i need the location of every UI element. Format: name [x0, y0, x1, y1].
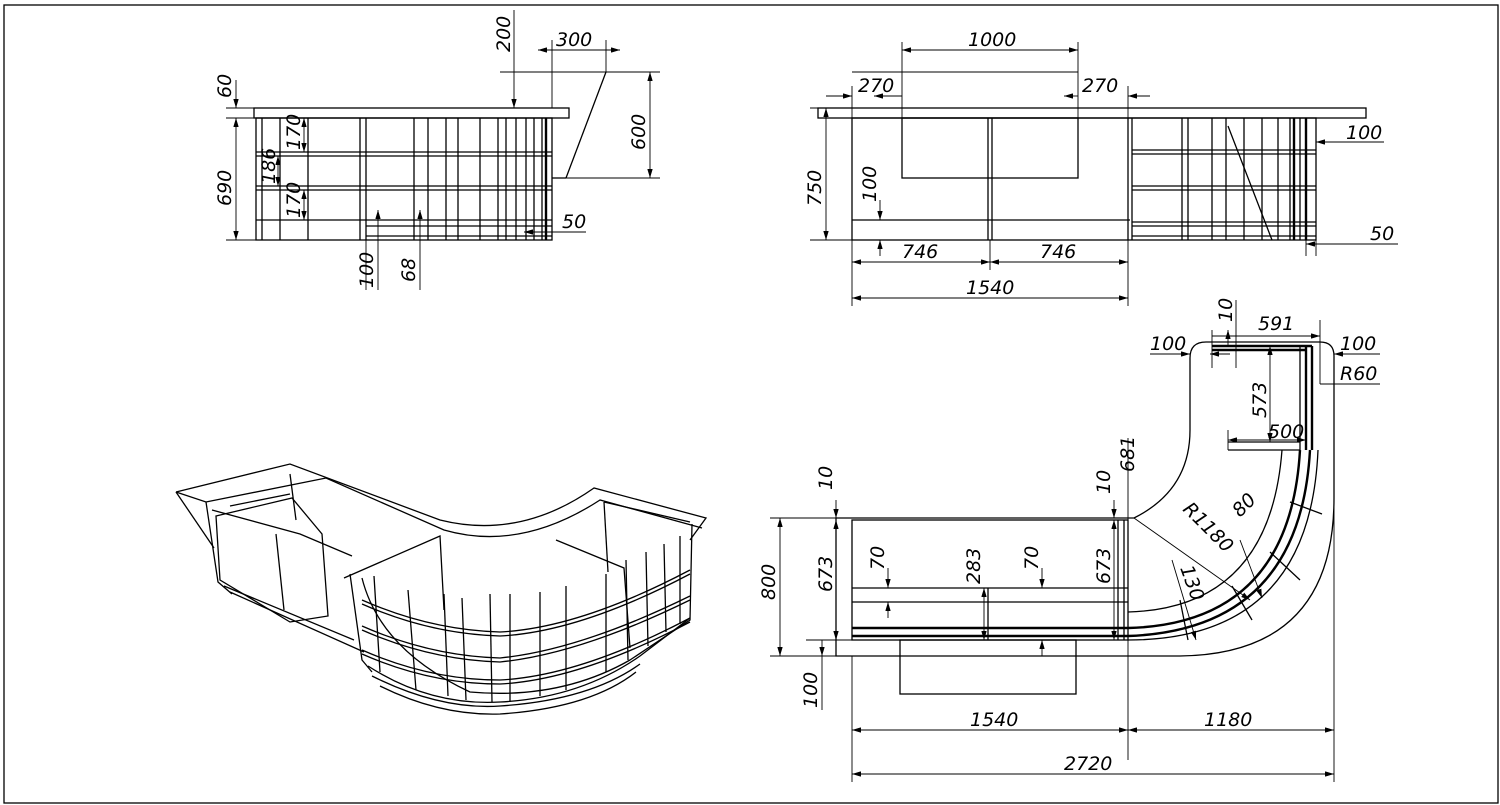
- front-window: [901, 117, 1079, 179]
- plan-dim-573: 573: [1249, 382, 1271, 418]
- plan-dim-10c: 10: [1093, 470, 1115, 494]
- plan-dim-100a: 100: [1150, 333, 1186, 355]
- front-dim-1540: 1540: [966, 277, 1014, 299]
- side-dim-300: 300: [556, 29, 592, 51]
- plan-dim-283: 283: [963, 548, 985, 584]
- perspective-view: [175, 463, 708, 715]
- side-dim-600: 600: [628, 114, 650, 150]
- plan-dim-591: 591: [1258, 313, 1294, 335]
- plan-dim-673a: 673: [815, 556, 837, 592]
- plan-dim-70b: 70: [1021, 546, 1043, 570]
- side-view: 60 690 170 186 170 200 300 600 50 100 68: [214, 10, 660, 290]
- side-dim-170a: 170: [283, 114, 305, 150]
- plan-dim-80: 80: [1228, 489, 1261, 522]
- plan-dim-70a: 70: [867, 546, 889, 570]
- front-dim-100a: 100: [859, 166, 881, 202]
- front-dim-746a: 746: [902, 241, 938, 263]
- side-dim-690: 690: [214, 170, 236, 206]
- side-dim-200: 200: [493, 16, 515, 52]
- side-dim-170b: 170: [283, 182, 305, 218]
- side-dim-186: 186: [258, 148, 280, 184]
- plan-dim-1540: 1540: [970, 709, 1018, 731]
- side-dim-50: 50: [562, 211, 586, 233]
- front-dim-746b: 746: [1040, 241, 1076, 263]
- plan-view: 10 591 100 100 R60 573 500 681 10 10 R11…: [758, 298, 1380, 782]
- side-dim-68: 68: [398, 258, 420, 282]
- side-dim-60: 60: [214, 74, 236, 98]
- plan-dim-130: 130: [1175, 562, 1208, 604]
- side-dim-100: 100: [356, 252, 378, 288]
- plan-dim-673b: 673: [1093, 548, 1115, 584]
- plan-dim-10b: 10: [815, 466, 837, 490]
- front-dim-270b: 270: [1082, 75, 1118, 97]
- front-body-frame: [851, 117, 1317, 241]
- front-dim-100b: 100: [1346, 122, 1382, 144]
- front-dim-1000: 1000: [968, 29, 1016, 51]
- plan-dim-2720: 2720: [1064, 753, 1112, 775]
- front-view: 1000 270 270 750 100 746 746 1540 100 50: [804, 29, 1398, 306]
- plan-dim-100b: 100: [1340, 333, 1376, 355]
- front-dim-270a: 270: [858, 75, 894, 97]
- front-dim-750: 750: [804, 170, 826, 206]
- plan-dim-800: 800: [758, 564, 780, 600]
- front-top-board: [817, 107, 1367, 119]
- plan-dim-R60: R60: [1340, 363, 1377, 385]
- plan-dim-500: 500: [1268, 421, 1304, 443]
- plan-dim-10a: 10: [1215, 298, 1237, 322]
- plan-dim-1180: 1180: [1204, 709, 1252, 731]
- side-body-frame: [255, 117, 553, 241]
- plan-dim-681: 681: [1117, 436, 1139, 472]
- sheet-border: [3, 4, 1499, 804]
- plan-dim-100c: 100: [800, 672, 822, 708]
- front-dim-50: 50: [1370, 223, 1394, 245]
